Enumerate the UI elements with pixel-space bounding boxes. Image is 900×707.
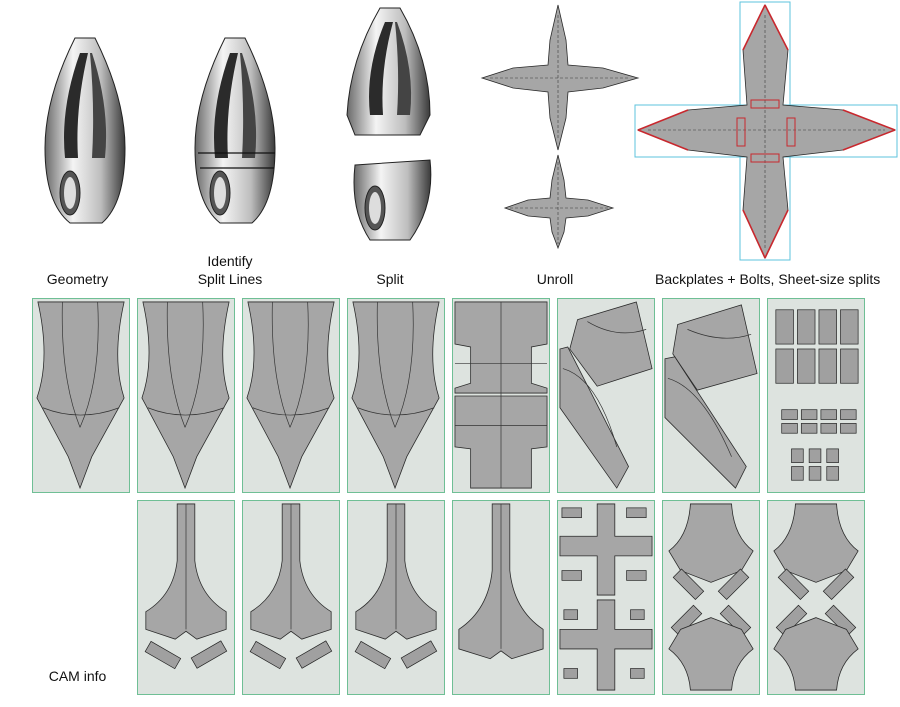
sheet-r1-6: [557, 298, 655, 493]
label-cam-info: CAM info: [48, 668, 107, 684]
sheet-part: [458, 503, 544, 660]
split-lines-render: [194, 37, 276, 224]
label-unroll: Unroll: [536, 271, 574, 287]
sheet-part: [354, 503, 438, 670]
label-backplates-bolts: Backplates + Bolts, Sheet-size splits: [655, 271, 881, 287]
sheet-r1-2: [137, 298, 235, 493]
sheet-r2-6: [662, 500, 760, 695]
sheet-part: [664, 304, 758, 489]
sheet-r1-5: [452, 298, 550, 493]
sheet-r1-7: [662, 298, 760, 493]
sheet-r1-3: [242, 298, 340, 493]
sheet-part: [144, 503, 228, 670]
label-identify-split-lines: Identify Split Lines: [197, 253, 263, 287]
sheet-r2-5: [557, 500, 655, 695]
geometry-render: [44, 37, 126, 224]
sheet-r2-7: [767, 500, 865, 695]
sheet-r1-4: [347, 298, 445, 493]
sheet-part: [773, 503, 859, 691]
sheet-r2-1: [137, 500, 235, 695]
sheet-r1-8: [767, 298, 865, 493]
sheet-part: [454, 301, 548, 489]
sheet-part: [559, 301, 653, 489]
unroll-render: [480, 4, 640, 250]
stage-geometry: [30, 28, 140, 258]
stage-split: [335, 0, 445, 260]
sheet-part: [668, 503, 754, 691]
sheet-r2-4: [452, 500, 550, 695]
sheet-part: [559, 503, 653, 691]
sheet-part: [36, 301, 125, 490]
stage-unroll: [478, 0, 643, 250]
sheet-r1-1: [32, 298, 130, 493]
backplates-render: [634, 1, 898, 261]
stage-backplates: [633, 0, 900, 262]
sheet-part: [775, 309, 859, 481]
label-geometry: Geometry: [46, 271, 109, 287]
sheet-r2-3: [347, 500, 445, 695]
sheet-r2-2: [242, 500, 340, 695]
sheet-part: [141, 301, 230, 490]
sheet-part: [351, 301, 440, 490]
stage-split-lines: [180, 28, 290, 258]
label-split: Split: [376, 271, 404, 287]
sheet-part: [249, 503, 333, 670]
sheet-part: [246, 301, 335, 490]
split-render: [346, 7, 432, 241]
